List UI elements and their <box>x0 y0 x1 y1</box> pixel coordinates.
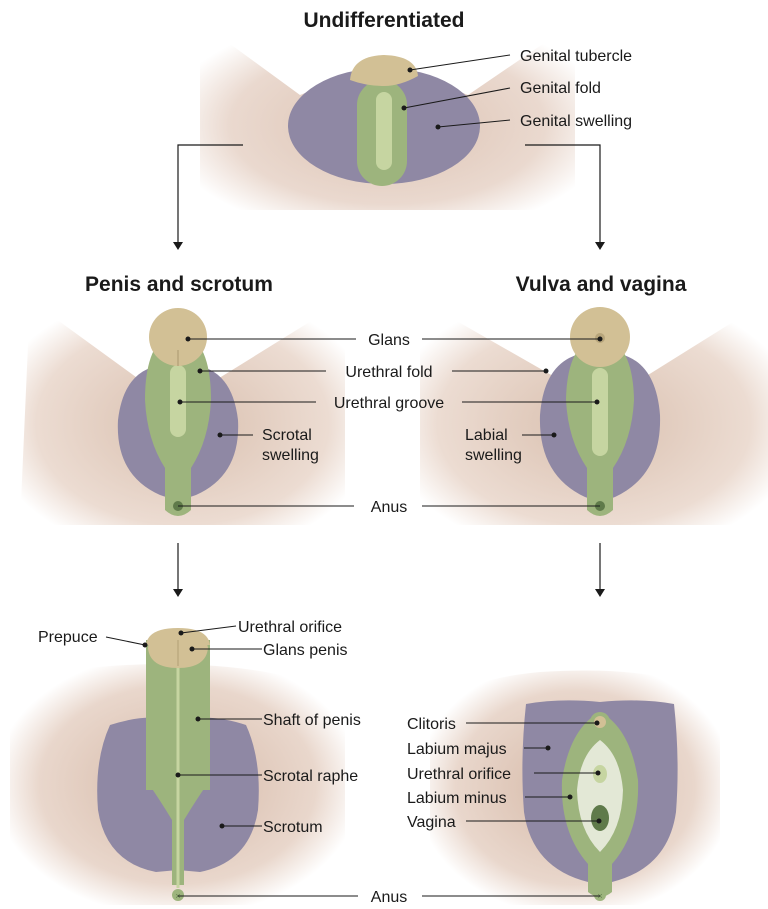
label-anus-mid: Anus <box>371 499 407 516</box>
vagina-shape <box>591 805 609 831</box>
label-urethral-fold: Urethral fold <box>345 364 432 381</box>
label-clitoris: Clitoris <box>407 716 456 733</box>
leader-prepuce <box>106 637 148 648</box>
label-genital-swelling: Genital swelling <box>520 113 632 130</box>
undifferentiated-illustration <box>200 22 575 210</box>
label-prepuce: Prepuce <box>38 629 98 646</box>
urethral-groove-shape-female <box>592 368 608 456</box>
urogenital-groove-shape <box>376 92 392 170</box>
label-labium-majus: Labium majus <box>407 741 507 758</box>
label-glans: Glans <box>368 332 410 349</box>
male-final-illustration: × <box>10 628 345 905</box>
label-labial-swelling-line1: Labial <box>465 427 508 444</box>
female-intermediate-illustration <box>420 300 768 525</box>
label-urethral-groove: Urethral groove <box>334 395 444 412</box>
arrow-female-down <box>595 543 605 597</box>
label-vagina: Vagina <box>407 814 456 831</box>
label-glans-penis: Glans penis <box>263 642 348 659</box>
label-scrotal-raphe: Scrotal raphe <box>263 768 358 785</box>
label-labium-minus: Labium minus <box>407 790 507 807</box>
title-undifferentiated: Undifferentiated <box>303 9 464 32</box>
label-labial-swelling-line2: swelling <box>465 447 522 464</box>
male-intermediate-illustration <box>20 300 345 525</box>
female-final-illustration: × <box>430 670 720 905</box>
label-anus-bottom: Anus <box>371 889 407 906</box>
title-penis-and-scrotum: Penis and scrotum <box>85 273 273 296</box>
label-scrotal-swelling-line2: swelling <box>262 447 319 464</box>
label-scrotal-swelling-line1: Scrotal <box>262 427 312 444</box>
label-urethral-orifice-male: Urethral orifice <box>238 619 342 636</box>
leader-genital-tubercle <box>408 55 511 73</box>
label-genital-fold: Genital fold <box>520 80 601 97</box>
label-genital-tubercle: Genital tubercle <box>520 48 632 65</box>
label-scrotum: Scrotum <box>263 819 323 836</box>
arrow-male-down <box>173 543 183 597</box>
label-urethral-orifice-female: Urethral orifice <box>407 766 511 783</box>
title-vulva-and-vagina: Vulva and vagina <box>516 273 687 296</box>
label-shaft-of-penis: Shaft of penis <box>263 712 361 729</box>
